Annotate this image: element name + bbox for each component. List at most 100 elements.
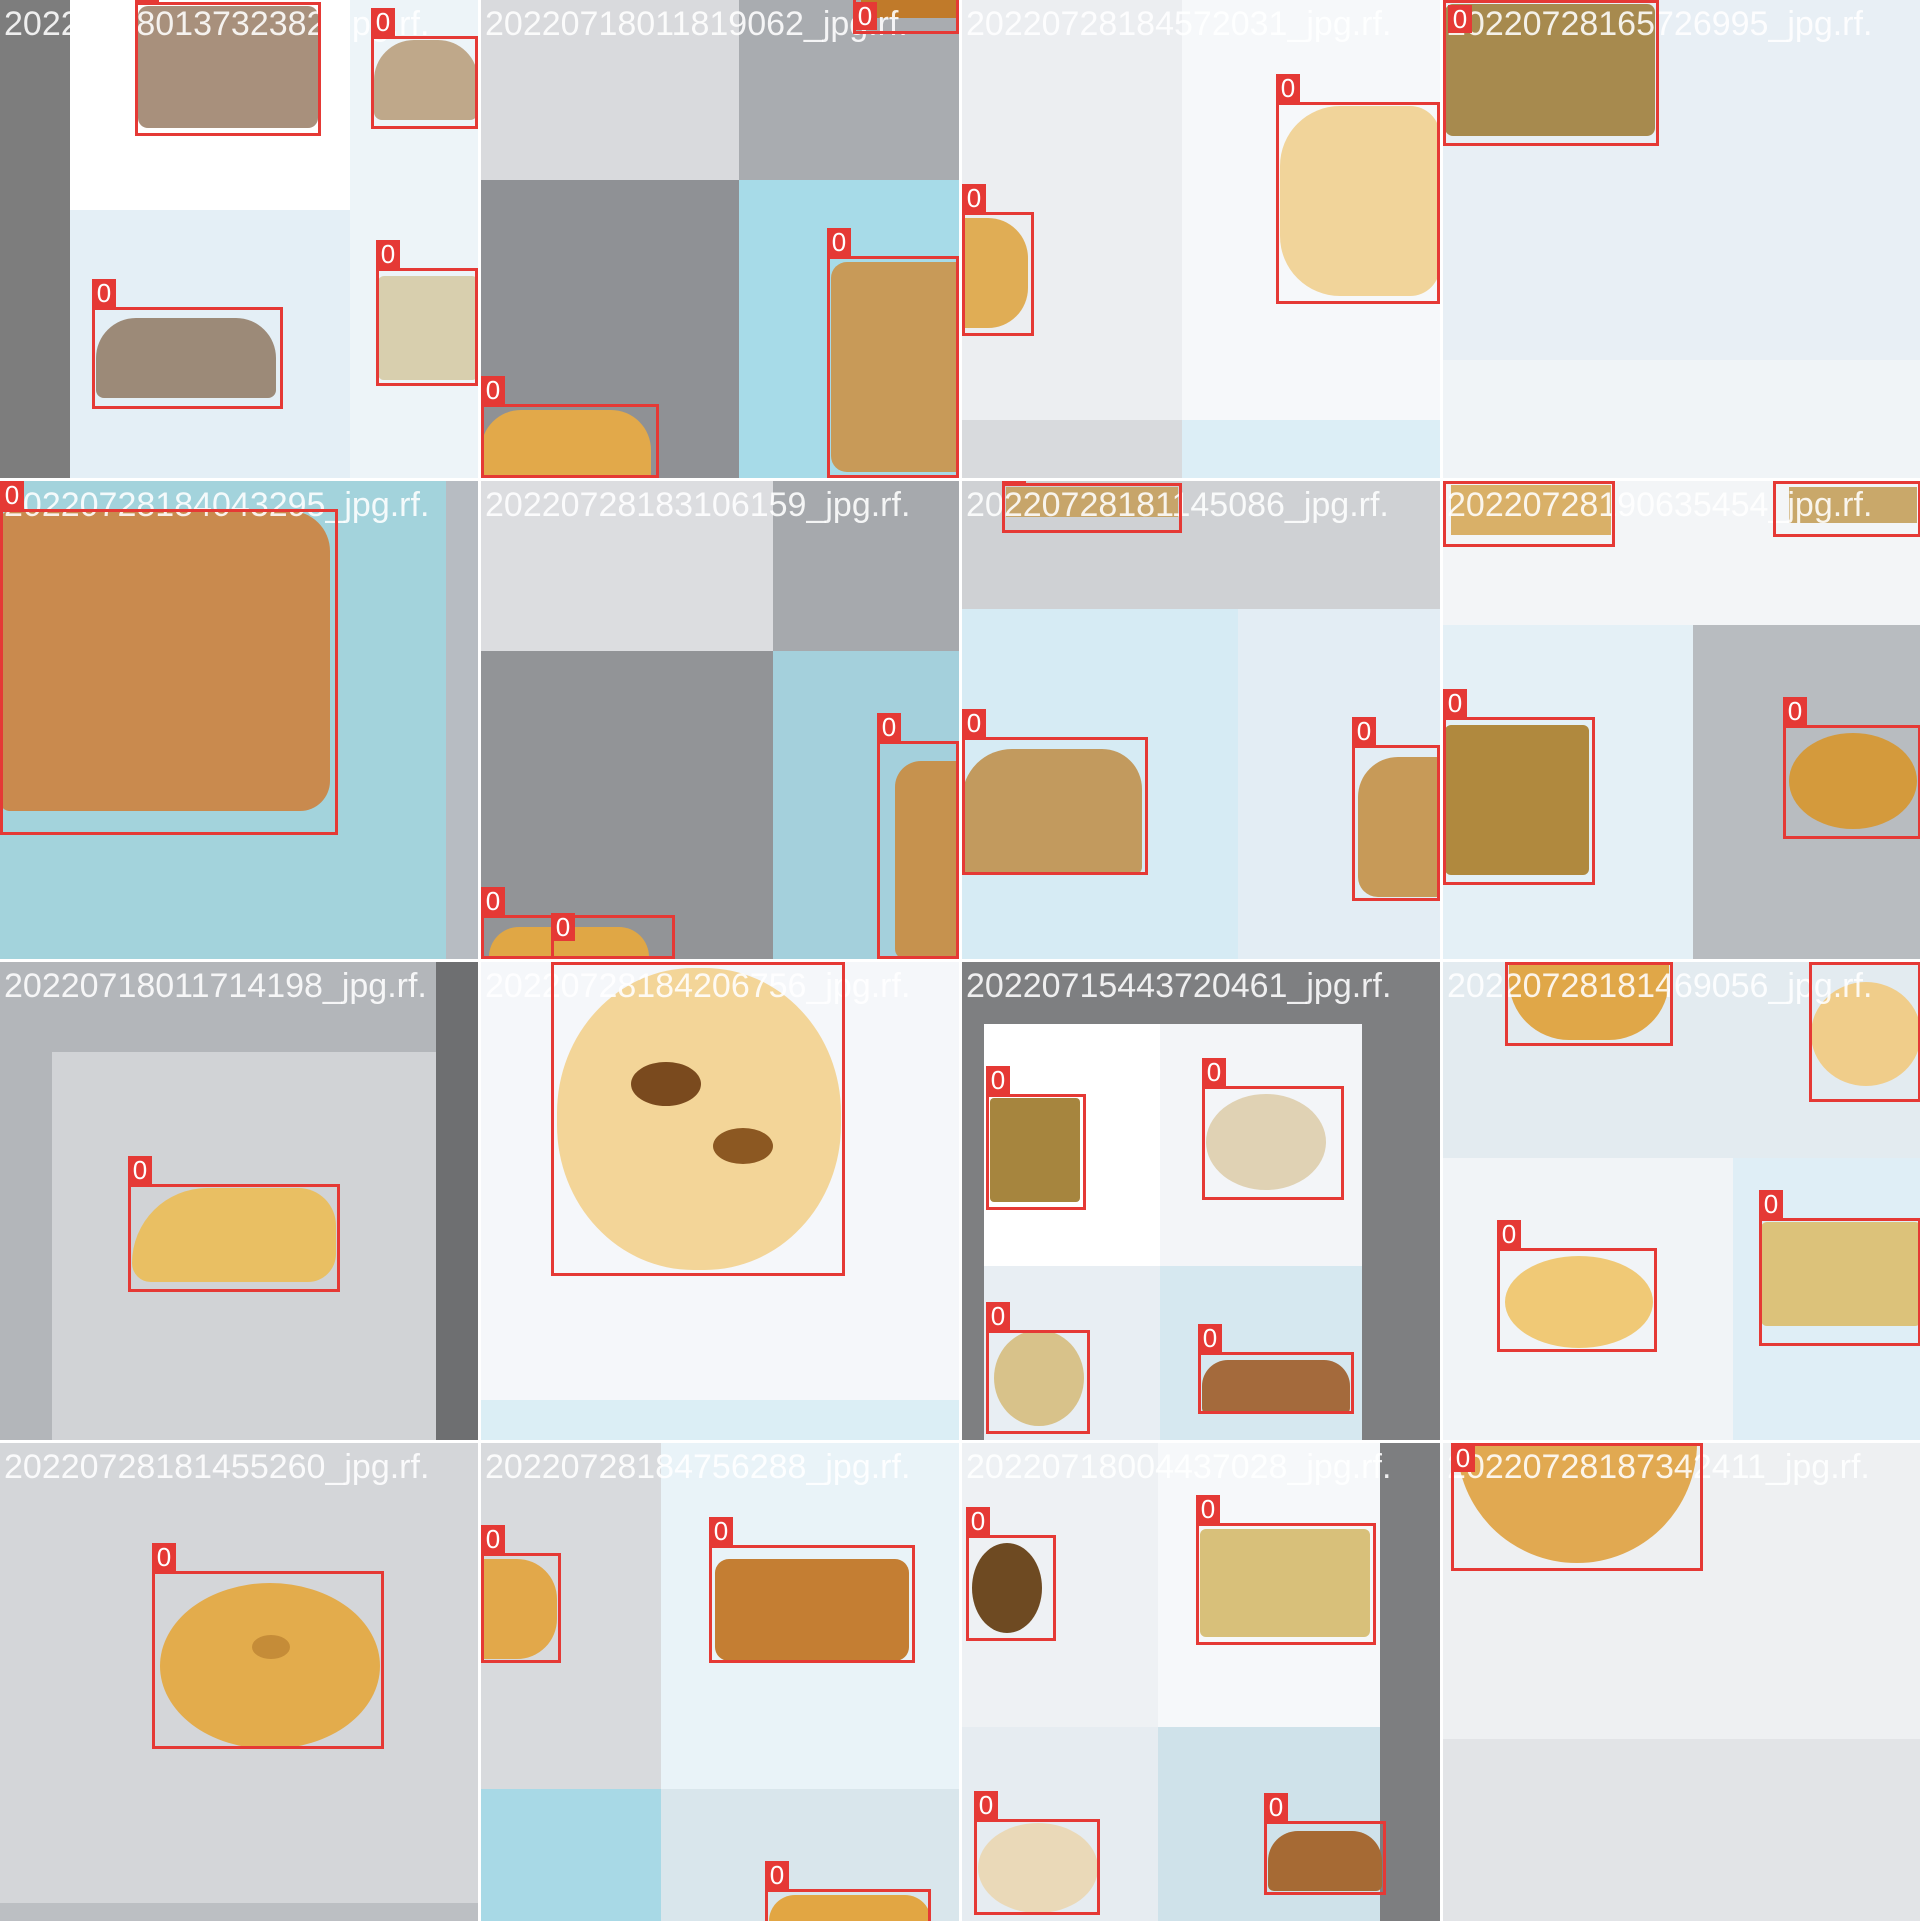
mosaic-tile-15: 20220718004437028_jpg.rf. 0 0 0 0	[962, 1443, 1440, 1921]
class-label: 0	[1196, 1495, 1220, 1523]
class-label: 0	[709, 1517, 733, 1545]
tile-filename: 20220728187342411_jpg.rf.	[1447, 1448, 1870, 1486]
mosaic-tile-2: 20220718011819062_jpg.rf. 0 0 0	[481, 0, 959, 478]
tile-filename: 20220728184206756_jpg.rf.	[485, 967, 911, 1005]
detection-box: 0	[962, 709, 1148, 875]
detection-box: 0	[1198, 1324, 1354, 1414]
class-label: 0	[1448, 5, 1472, 33]
class-label: 0	[962, 184, 986, 212]
tile-filename: 20220718004437028_jpg.rf.	[966, 1448, 1392, 1486]
tile-filename: 20220728190635454_jpg.rf.	[1447, 486, 1873, 524]
class-label: 0	[974, 1791, 998, 1819]
class-label: 0	[1759, 1190, 1783, 1218]
detection-box: 0	[551, 913, 575, 959]
detection-box: 0	[827, 228, 959, 478]
detection-box: 0	[0, 481, 338, 835]
grid-separator	[0, 959, 1920, 962]
tile-filename: 20220728165726995_jpg.rf.	[1447, 5, 1873, 43]
detection-box: 0	[709, 1517, 915, 1663]
mosaic-tile-11: 20220715443720461_jpg.rf. 0 0 0 0	[962, 962, 1440, 1440]
mosaic-tile-1: 20220718013732382_jpg.rf. 0 0 0 0	[0, 0, 478, 478]
tile-filename: 20220728184756288_jpg.rf.	[485, 1448, 911, 1486]
class-label: 0	[481, 1525, 505, 1553]
class-label: 0	[765, 1861, 789, 1889]
class-label: 0	[1497, 1220, 1521, 1248]
tile-filename: 20220728181455260_jpg.rf.	[4, 1448, 430, 1486]
class-label: 0	[1352, 717, 1376, 745]
mosaic-tile-3: 20220728184572031_jpg.rf. 0 0	[962, 0, 1440, 478]
class-label: 0	[1783, 697, 1807, 725]
detection-box: 0	[1276, 74, 1440, 304]
mosaic-tile-13: 20220728181455260_jpg.rf. 0	[0, 1443, 478, 1921]
tile-filename: 20220728181145086_jpg.rf.	[966, 486, 1389, 524]
class-label: 0	[1443, 689, 1467, 717]
detection-box: 0	[986, 1302, 1090, 1434]
tile-filename: 20220728184572031_jpg.rf.	[966, 5, 1392, 43]
detection-box: 0	[481, 376, 659, 478]
class-label: 0	[853, 2, 877, 30]
mosaic-tile-12: 20220728181469056_jpg.rf. 0 0 0 0	[1443, 962, 1920, 1440]
detection-box: 0	[1497, 1220, 1657, 1352]
tile-filename: 20220728183106159_jpg.rf.	[485, 486, 911, 524]
detection-box: 0	[1443, 689, 1595, 885]
class-label: 0	[877, 713, 901, 741]
class-label: 0	[135, 0, 159, 2]
tile-filename: 20220728184043295_jpg.rf.	[4, 486, 430, 524]
class-label: 0	[0, 481, 24, 509]
class-label: 0	[481, 376, 505, 404]
class-label: 0	[376, 240, 400, 268]
class-label: 0	[986, 1066, 1010, 1094]
class-label: 0	[551, 913, 575, 941]
detection-box: 0	[92, 279, 283, 409]
detection-box: 0	[966, 1507, 1056, 1641]
grid-separator	[0, 478, 1920, 481]
mosaic-tile-4: 20220728165726995_jpg.rf. 0	[1443, 0, 1920, 478]
mosaic-tile-16: 20220728187342411_jpg.rf. 0	[1443, 1443, 1920, 1921]
tile-filename: 20220715443720461_jpg.rf.	[966, 967, 1392, 1005]
detection-box: 0	[152, 1543, 384, 1749]
class-label: 0	[152, 1543, 176, 1571]
detection-box: 0	[1451, 1443, 1703, 1571]
class-label: 0	[1198, 1324, 1222, 1352]
detection-box: 0	[1264, 1793, 1386, 1895]
detection-box: 0	[1443, 481, 1615, 547]
class-label: 0	[1202, 1058, 1226, 1086]
class-label: 0	[966, 1507, 990, 1535]
class-label: 0	[1451, 1444, 1475, 1472]
detection-box: 0	[1809, 962, 1920, 1102]
detection-box: 0	[1505, 962, 1673, 1046]
class-label: 0	[986, 1302, 1010, 1330]
detection-box: 0	[371, 8, 478, 129]
tile-filename: 20220728181469056_jpg.rf.	[1447, 967, 1873, 1005]
detection-box: 0	[1352, 717, 1440, 901]
class-label: 0	[827, 228, 851, 256]
class-label: 0	[1264, 1793, 1288, 1821]
detection-box: 0	[877, 713, 959, 959]
mosaic-tile-6: 20220728183106159_jpg.rf. 0 0 0	[481, 481, 959, 959]
detection-box: 0	[1443, 0, 1659, 146]
detection-box: 0	[128, 1156, 340, 1292]
grid-separator	[0, 1440, 1920, 1443]
detection-box: 0	[376, 240, 478, 386]
mosaic-tile-10: 20220728184206756_jpg.rf. 0	[481, 962, 959, 1440]
detection-box: 0	[1773, 481, 1920, 537]
class-label: 0	[92, 279, 116, 307]
class-label: 0	[962, 709, 986, 737]
mosaic-tile-5: 20220728184043295_jpg.rf. 0	[0, 481, 478, 959]
detection-box: 0	[551, 962, 845, 1276]
detection-box: 0	[986, 1066, 1086, 1210]
class-label: 0	[481, 887, 505, 915]
detection-box: 0	[1202, 1058, 1344, 1200]
detection-box: 0	[481, 1525, 561, 1663]
tile-filename: 20220718013732382_jpg.rf.	[4, 5, 430, 43]
detection-box: 0	[962, 184, 1034, 336]
tile-filename: 20220718011819062_jpg.rf.	[485, 5, 908, 43]
tile-filename: 20220718011714198_jpg.rf.	[4, 967, 427, 1005]
mosaic-tile-14: 20220728184756288_jpg.rf. 0 0 0	[481, 1443, 959, 1921]
mosaic-tile-8: 20220728190635454_jpg.rf. 0 0 0 0	[1443, 481, 1920, 959]
detection-box: 0	[481, 887, 675, 959]
detection-box: 0	[1196, 1495, 1376, 1645]
mosaic-tile-9: 20220718011714198_jpg.rf. 0	[0, 962, 478, 1440]
detection-box: 0	[974, 1791, 1100, 1915]
detection-box: 0	[853, 0, 959, 34]
